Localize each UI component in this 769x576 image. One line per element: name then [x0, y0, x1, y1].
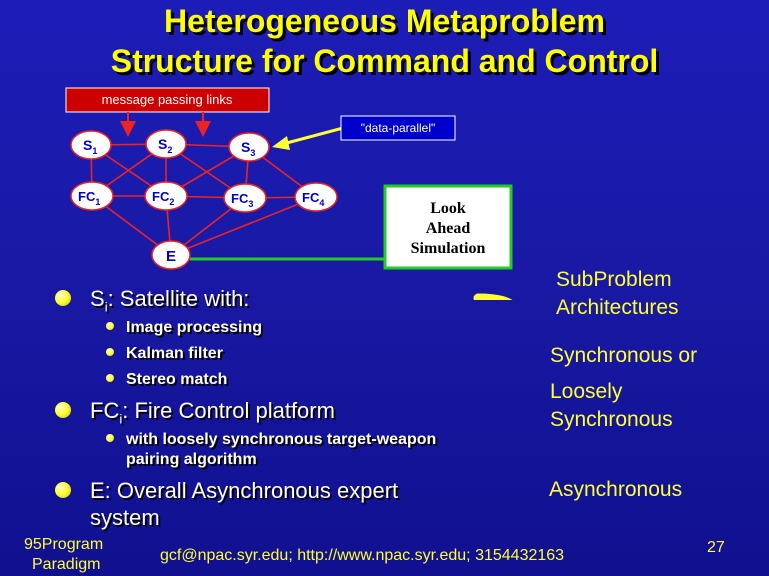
subproblem-label-line-1: SubProblem	[556, 268, 672, 291]
svg-text:FC2: FC2	[152, 189, 174, 207]
data-parallel-box	[340, 115, 456, 141]
sub-item-image-processing: Image processing	[126, 319, 263, 336]
sub-bullet-icon	[106, 322, 114, 330]
edge-fc4-e	[170, 196, 317, 256]
bullet-expert-system-line-2: system	[90, 505, 160, 530]
sub-bullet-icon	[106, 348, 114, 356]
svg-text:S3: S3	[241, 139, 255, 158]
page-number: 27	[707, 539, 725, 556]
async-label: Asynchronous	[549, 478, 683, 501]
bullet-satellite: Si: Satellite with:	[90, 286, 250, 315]
bullet-expert-system-line-1: E: Overall Asynchronous expert	[90, 478, 399, 503]
sub-item-stereo-match: Stereo match	[126, 371, 228, 388]
svg-text:FC3: FC3	[231, 191, 253, 209]
bullet-icon	[55, 402, 71, 418]
node-s1: S1	[70, 130, 112, 160]
subproblem-label-line-2: Architectures	[556, 296, 679, 319]
brace-icon	[473, 293, 513, 300]
sub-item-kalman-filter: Kalman filter	[126, 345, 223, 362]
node-s3: S3	[228, 132, 270, 162]
sub-bullet-icon	[106, 434, 114, 442]
node-fc3: FC3	[223, 183, 267, 213]
sub-item-pairing-line-1: with loosely synchronous target-weapon	[126, 431, 437, 448]
look-ahead-line-2: Ahead	[426, 220, 471, 237]
look-ahead-line-1: Look	[430, 200, 466, 217]
svg-text:FC4: FC4	[302, 190, 324, 208]
data-parallel-arrow	[282, 126, 344, 146]
node-s2: S2	[145, 129, 187, 159]
node-fc1: FC1	[70, 181, 114, 211]
data-parallel-arrowhead	[272, 136, 290, 150]
node-fc2: FC2	[144, 181, 188, 211]
sync-label-line-2: Loosely	[550, 380, 623, 403]
footer-contact: gcf@npac.syr.edu; http://www.npac.syr.ed…	[160, 547, 565, 564]
look-ahead-line-3: Simulation	[411, 240, 486, 257]
title-line-2: Structure for Command and Control	[110, 43, 659, 79]
sub-bullet-icon	[106, 374, 114, 382]
sub-item-pairing-line-2: pairing algorithm	[126, 451, 257, 468]
footer-left-line-1: 95Program	[24, 536, 104, 553]
network-edges	[90, 143, 317, 256]
node-fc4: FC4	[294, 182, 338, 212]
title-line-1: Heterogeneous Metaproblem	[164, 3, 605, 39]
footer-left-line-2: Paradigm	[32, 556, 101, 573]
structure-diagram: message passing links "data-parallel" Lo…	[65, 87, 513, 300]
message-box-label: message passing links	[102, 92, 233, 107]
bullet-icon	[55, 290, 71, 306]
svg-text:E: E	[166, 248, 176, 265]
svg-text:S1: S1	[83, 137, 97, 156]
bullet-icon	[55, 482, 71, 498]
bullet-fire-control: FCi: Fire Control platform	[90, 398, 335, 427]
look-ahead-box	[383, 184, 513, 270]
sync-label-line-1: Synchronous or	[550, 344, 698, 367]
svg-text:S2: S2	[158, 136, 172, 155]
node-e: E	[151, 240, 191, 270]
svg-text:FC1: FC1	[78, 189, 100, 207]
data-parallel-label: "data-parallel"	[361, 121, 436, 135]
sync-label-line-3: Synchronous	[550, 408, 673, 431]
message-box	[65, 87, 270, 113]
